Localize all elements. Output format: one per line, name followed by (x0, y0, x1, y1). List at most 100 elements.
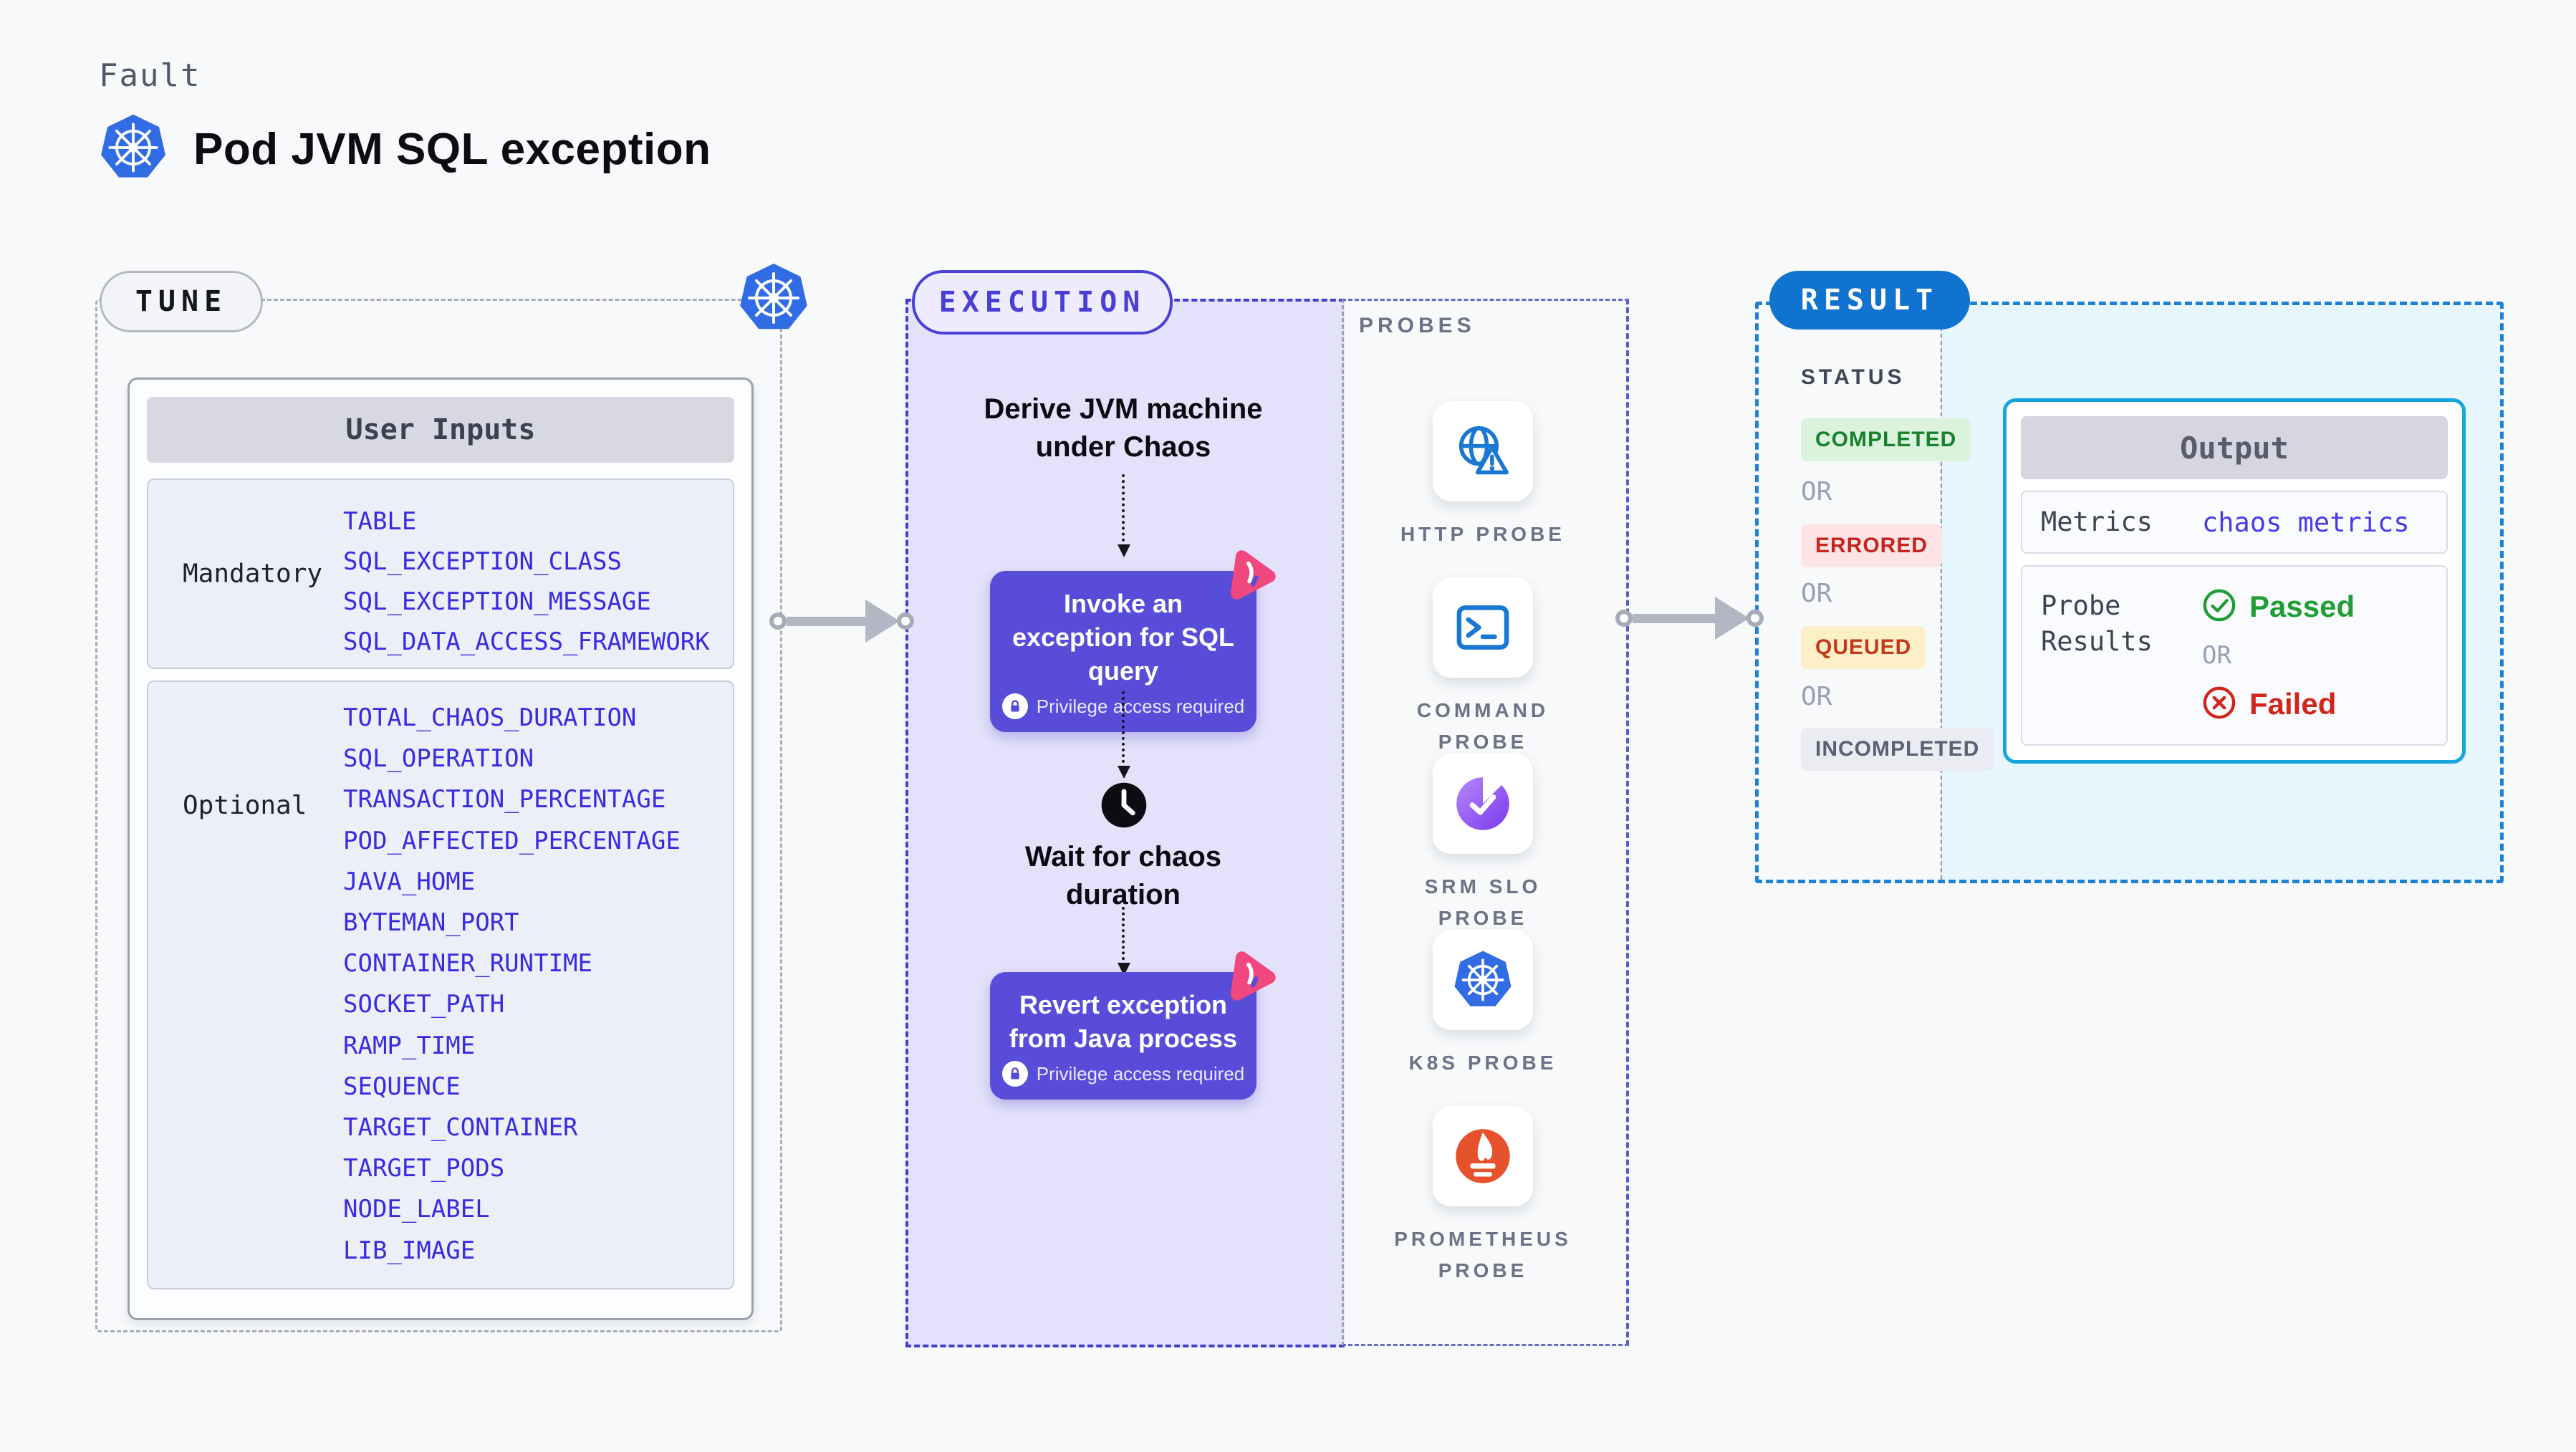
clock-icon (1100, 781, 1148, 833)
probe-item-srm-slo[interactable]: SRM SLO PROBE (1342, 754, 1624, 934)
param-field: SOCKET_PATH (343, 990, 505, 1019)
privilege-note: Privilege access required (1001, 1061, 1245, 1087)
status-badge-completed: COMPLETED (1801, 418, 1971, 461)
param-field: JAVA_HOME (343, 867, 476, 896)
check-circle-icon (2202, 588, 2236, 625)
probe-label: PROMETHEUS PROBE (1394, 1228, 1572, 1282)
passed-label: Passed (2249, 590, 2355, 623)
tune-to-execution-arrow (769, 600, 914, 643)
param-field: SQL_EXCEPTION_CLASS (343, 547, 622, 576)
mandatory-field-list: TABLE SQL_EXCEPTION_CLASS SQL_EXCEPTION_… (343, 480, 733, 683)
probe-item-http[interactable]: HTTP PROBE (1342, 401, 1624, 550)
probe-label: HTTP PROBE (1400, 523, 1565, 545)
down-arrow-icon (1118, 691, 1130, 779)
down-arrow-icon (1118, 907, 1130, 976)
failed-label: Failed (2249, 687, 2337, 721)
status-badge-queued: QUEUED (1801, 626, 1926, 669)
connector-dot (1615, 610, 1633, 627)
status-badge-errored: ERRORED (1801, 524, 1943, 567)
probe-item-k8s[interactable]: K8S PROBE (1342, 930, 1624, 1079)
param-field: LIB_IMAGE (343, 1236, 476, 1265)
param-field: BYTEMAN_PORT (343, 908, 519, 938)
globe-alert-icon (1433, 401, 1533, 501)
x-circle-icon (2202, 686, 2236, 723)
invoke-exception-button[interactable]: Invoke an exception for SQL query Privil… (990, 550, 1276, 732)
result-badge[interactable]: RESULT (1769, 271, 1970, 330)
lock-icon (1001, 693, 1028, 719)
connector-dot (769, 612, 787, 630)
user-inputs-card: User Inputs Mandatory TABLE SQL_EXCEPTIO… (128, 378, 754, 1320)
param-field: TABLE (343, 507, 417, 536)
output-card: Output Metrics chaos metrics Probe Resul… (2003, 398, 2466, 764)
down-arrow-icon (1118, 474, 1130, 557)
mandatory-label: Mandatory (183, 559, 323, 589)
failed-row: Failed (2202, 686, 2355, 723)
invoke-button-label: Invoke an exception for SQL query (1011, 589, 1235, 686)
optional-field-list: TOTAL_CHAOS_DURATION SQL_OPERATION TRANS… (343, 682, 733, 1287)
execution-to-result-arrow (1615, 597, 1764, 640)
metrics-label: Metrics (2041, 506, 2153, 537)
output-header: Output (2021, 416, 2448, 479)
kubernetes-icon (99, 113, 168, 186)
metrics-row: Metrics chaos metrics (2021, 491, 2448, 554)
prometheus-flame-icon (1433, 1106, 1533, 1206)
status-badge-incompleted: INCOMPLETED (1801, 728, 1994, 771)
probes-region (1342, 299, 1629, 1346)
title-row: Pod JVM SQL exception (99, 113, 711, 186)
connector-dot (1746, 610, 1764, 627)
litmus-chaos-icon (1219, 944, 1282, 1007)
param-field: SQL_EXCEPTION_MESSAGE (343, 587, 651, 616)
terminal-icon (1433, 577, 1533, 678)
param-field: CONTAINER_RUNTIME (343, 949, 592, 979)
param-field: TOTAL_CHAOS_DURATION (343, 703, 637, 732)
user-inputs-header: User Inputs (147, 397, 734, 463)
probe-label: COMMAND PROBE (1416, 699, 1549, 753)
revert-exception-button[interactable]: Revert exception from Java process Privi… (990, 951, 1276, 1100)
execution-badge[interactable]: EXECUTION (912, 270, 1173, 335)
mandatory-params-box: Mandatory TABLE SQL_EXCEPTION_CLASS SQL_… (147, 479, 734, 669)
privilege-note-text: Privilege access required (1036, 1062, 1245, 1085)
tune-badge[interactable]: TUNE (100, 271, 263, 332)
param-field: SEQUENCE (343, 1072, 461, 1101)
status-title: STATUS (1801, 365, 1905, 389)
kubernetes-icon (1433, 930, 1533, 1030)
arrowhead-icon (865, 600, 900, 643)
kubernetes-icon (738, 262, 809, 337)
page-title: Pod JVM SQL exception (193, 125, 711, 174)
param-field: TRANSACTION_PERCENTAGE (343, 785, 666, 814)
param-field: RAMP_TIME (343, 1031, 476, 1060)
litmus-chaos-icon (1219, 543, 1282, 606)
param-field: TARGET_CONTAINER (343, 1113, 578, 1143)
wait-step-text: Wait for chaos duration (1024, 841, 1222, 910)
or-label: OR (2202, 641, 2231, 670)
or-label: OR (1801, 682, 1832, 711)
probe-item-command[interactable]: COMMAND PROBE (1342, 577, 1624, 758)
arrowhead-icon (1715, 597, 1749, 640)
probe-results-label: Probe Results (2041, 590, 2153, 657)
param-field: TARGET_PODS (343, 1154, 505, 1183)
metrics-value: chaos metrics (2202, 506, 2410, 538)
probe-results-row: Probe Results Passed OR (2021, 565, 2448, 746)
derive-step-text: Derive JVM machine under Chaos (984, 393, 1263, 463)
slo-pie-check-icon (1433, 754, 1533, 854)
probe-label: K8S PROBE (1408, 1052, 1557, 1074)
optional-label: Optional (183, 791, 307, 820)
passed-row: Passed (2202, 588, 2355, 625)
privilege-note-text: Privilege access required (1036, 695, 1245, 717)
fault-eyebrow: Fault (99, 57, 201, 94)
result-separator (1941, 305, 1942, 880)
param-field: POD_AFFECTED_PERCENTAGE (343, 826, 681, 855)
param-field: NODE_LABEL (343, 1195, 490, 1224)
revert-button-label: Revert exception from Java process (1009, 990, 1238, 1053)
or-label: OR (1801, 477, 1832, 506)
probes-title: PROBES (1359, 314, 1476, 337)
param-field: SQL_DATA_ACCESS_FRAMEWORK (343, 628, 710, 656)
param-field: SQL_OPERATION (343, 744, 534, 774)
connector-dot (897, 612, 914, 630)
probe-item-prometheus[interactable]: PROMETHEUS PROBE (1342, 1106, 1624, 1287)
probe-label: SRM SLO PROBE (1424, 875, 1542, 929)
privilege-note: Privilege access required (1001, 693, 1245, 719)
tune-region (95, 299, 782, 1332)
or-label: OR (1801, 579, 1832, 608)
optional-params-box: Optional TOTAL_CHAOS_DURATION SQL_OPERAT… (147, 681, 734, 1289)
